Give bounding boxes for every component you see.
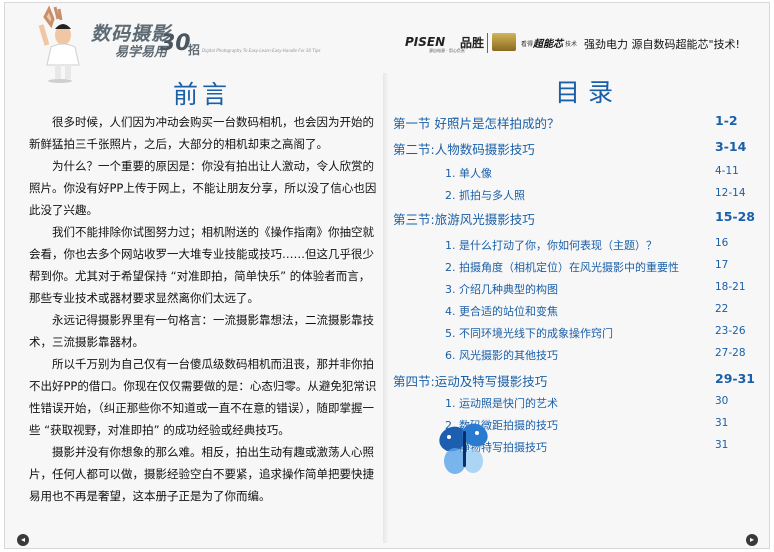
toc-entry-title: 2. 拍摄角度（相机定位）在风光摄影中的重要性 <box>445 261 679 274</box>
person-ok-gesture-icon <box>38 5 80 83</box>
preface-paragraph: 摄影并没有你想象的那么难。相反，拍出生动有趣或激荡人心照片，任何人都可以做，摄影… <box>29 445 374 503</box>
toc-subsection-row[interactable]: 1. 单人像 4-11 <box>393 165 753 185</box>
toc-entry-title: 1. 单人像 <box>445 167 492 180</box>
prev-page-icon[interactable]: ◂ <box>17 534 29 546</box>
header-divider <box>487 33 488 53</box>
toc-subsection-row[interactable]: 4. 更合适的站位和变焦 22 <box>393 303 753 323</box>
toc-entry-page: 17 <box>715 259 729 271</box>
toc-title: 目录 <box>555 78 622 107</box>
toc-entry-page: 16 <box>715 237 729 249</box>
toc-subsection-row[interactable]: 1. 是什么打动了你，你如何表现（主题）？ 16 <box>393 237 753 257</box>
toc-entry-page: 23-26 <box>715 325 746 337</box>
book-title-en: Digital Photography To Easy-Learn-Easy-H… <box>202 48 321 53</box>
toc-entry-title: 第四节:运动及特写摄影技巧 <box>393 374 548 389</box>
toc-entry-title: 第三节:旅游风光摄影技巧 <box>393 212 535 227</box>
preface-paragraph: 很多时候，人们因为冲动会购买一台数码相机，也会因为开始的新鲜猛拍三千张照片，之后… <box>29 115 374 151</box>
toc-section-row[interactable]: 第四节:运动及特写摄影技巧 29-31 <box>393 371 755 391</box>
preface-paragraph: 永远记得摄影界里有一句格言：一流摄影靠想法，二流摄影靠技术，三流摄影靠器材。 <box>29 313 374 349</box>
toc-entry-title: 5. 不同环境光线下的成象操作窍门 <box>445 327 613 340</box>
toc-subsection-row[interactable]: 5. 不同环境光线下的成象操作窍门 23-26 <box>393 325 753 345</box>
brand-slogan: 强劲电力 源自数码超能芯"技术! <box>584 38 740 51</box>
chip-prefix: 看得 <box>521 41 534 48</box>
toc-section-row[interactable]: 第三节:旅游风光摄影技巧 15-28 <box>393 209 755 229</box>
preface-paragraph: 所以千万别为自己仅有一台傻瓜级数码相机而沮丧，那并非你拍不出好PP的借口。你现在… <box>29 357 377 437</box>
page-header: 数码摄影 易学易用 30 招 Digital Photography To Ea… <box>5 3 771 83</box>
book-count-unit: 招 <box>188 43 201 57</box>
toc-subsection-row[interactable]: 2. 拍摄角度（相机定位）在风光摄影中的重要性 17 <box>393 259 753 279</box>
book-count: 30 <box>160 31 191 56</box>
brand-name-cn: 品胜 <box>460 36 485 50</box>
toc-entry-page: 15-28 <box>715 209 755 224</box>
toc-entry-title: 1. 是什么打动了你，你如何表现（主题）？ <box>445 239 657 252</box>
book-spine <box>383 73 389 543</box>
toc-entry-page: 18-21 <box>715 281 746 293</box>
toc-entry-page: 31 <box>715 417 729 429</box>
toc-entry-page: 12-14 <box>715 187 746 199</box>
book-page-spread: 数码摄影 易学易用 30 招 Digital Photography To Ea… <box>4 2 770 549</box>
brand-tagline: 源自电源 · 用心负责 <box>429 48 465 53</box>
toc-subsection-row[interactable]: 1. 运动照是快门的艺术 30 <box>393 395 753 415</box>
chip-suffix: 技术 <box>565 41 578 48</box>
toc-entry-page: 3-14 <box>715 139 747 154</box>
toc-entry-page: 29-31 <box>715 371 755 386</box>
toc-entry-title: 第二节:人物数码摄影技巧 <box>393 142 535 157</box>
toc-entry-page: 1-2 <box>715 113 738 128</box>
brand-logo: PISEN <box>405 35 446 49</box>
toc-entry-title: 4. 更合适的站位和变焦 <box>445 305 558 318</box>
toc-entry-page: 4-11 <box>715 165 739 177</box>
chip-name: 超能芯 <box>533 39 563 50</box>
toc-entry-title: 6. 风光摄影的其他技巧 <box>445 349 558 362</box>
toc-entry-page: 30 <box>715 395 729 407</box>
book-title: 数码摄影 <box>91 23 172 45</box>
preface-title: 前言 <box>173 80 232 109</box>
toc-subsection-row[interactable]: 2. 抓拍与多人照 12-14 <box>393 187 753 207</box>
preface-paragraph: 为什么？一个重要的原因是：你没有拍出让人激动，令人欣赏的照片。你没有好PP上传于… <box>29 159 377 217</box>
chip-logo-icon <box>492 33 516 51</box>
toc-section-row[interactable]: 第一节 好照片是怎样拍成的？ 1-2 <box>393 113 753 133</box>
preface-paragraph: 我们不能排除你试图努力过；相机附送的《操作指南》你抽空就会看，你也去多个网站收罗… <box>29 225 374 305</box>
toc-entry-page: 22 <box>715 303 729 315</box>
toc-entry-page: 27-28 <box>715 347 746 359</box>
butterfly-icon <box>439 423 488 474</box>
toc-entry-title: 2. 抓拍与多人照 <box>445 189 525 202</box>
toc-section-row[interactable]: 第二节:人物数码摄影技巧 3-14 <box>393 139 753 159</box>
next-page-icon[interactable]: ▸ <box>746 534 758 546</box>
book-subtitle: 易学易用 <box>115 45 168 60</box>
toc-subsection-row[interactable]: 6. 风光摄影的其他技巧 27-28 <box>393 347 753 367</box>
toc-entry-page: 31 <box>715 439 729 451</box>
toc-entry-title: 3. 介绍几种典型的构图 <box>445 283 558 296</box>
toc-entry-title: 第一节 好照片是怎样拍成的？ <box>393 116 560 131</box>
toc-entry-title: 1. 运动照是快门的艺术 <box>445 397 558 410</box>
toc-subsection-row[interactable]: 3. 介绍几种典型的构图 18-21 <box>393 281 753 301</box>
